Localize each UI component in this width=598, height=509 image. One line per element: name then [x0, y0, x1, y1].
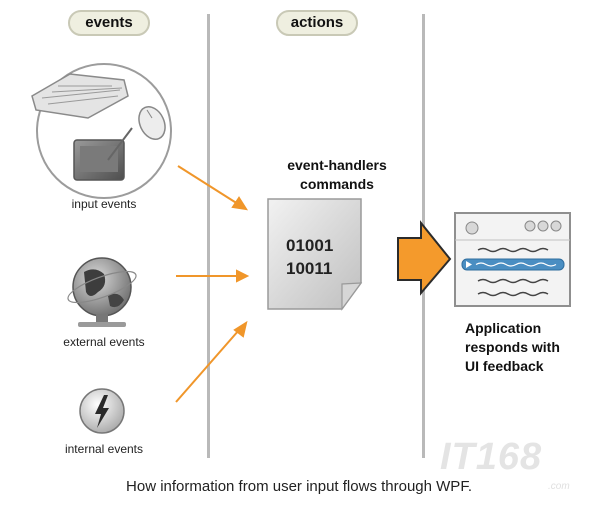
globe-icon [67, 257, 137, 327]
event-arrows [175, 165, 250, 403]
binary-line-1: 01001 [286, 236, 334, 255]
commands-label: commands [300, 176, 374, 192]
watermark-logo: IT168 [440, 436, 543, 478]
internal-events-label: internal events [64, 442, 144, 456]
input-events-label: input events [71, 197, 137, 211]
ui-window-icon [454, 212, 571, 307]
binary-line-2: 10011 [286, 259, 333, 278]
input-devices-icon [31, 63, 172, 199]
figure-caption: How information from user input flows th… [126, 478, 472, 495]
watermark-domain: .com [548, 481, 570, 492]
app-response-line-3: UI feedback [465, 358, 544, 374]
event-handlers-label: event-handlers [287, 157, 387, 173]
lightning-bolt-icon [79, 388, 125, 434]
actions-header: actions [276, 10, 358, 36]
app-response-line-2: responds with [465, 339, 560, 355]
response-arrow [397, 220, 452, 296]
events-header: events [68, 10, 150, 36]
external-events-label: external events [63, 335, 145, 349]
code-document-icon [267, 198, 363, 311]
app-response-line-1: Application [465, 320, 542, 336]
divider-left [207, 14, 210, 458]
